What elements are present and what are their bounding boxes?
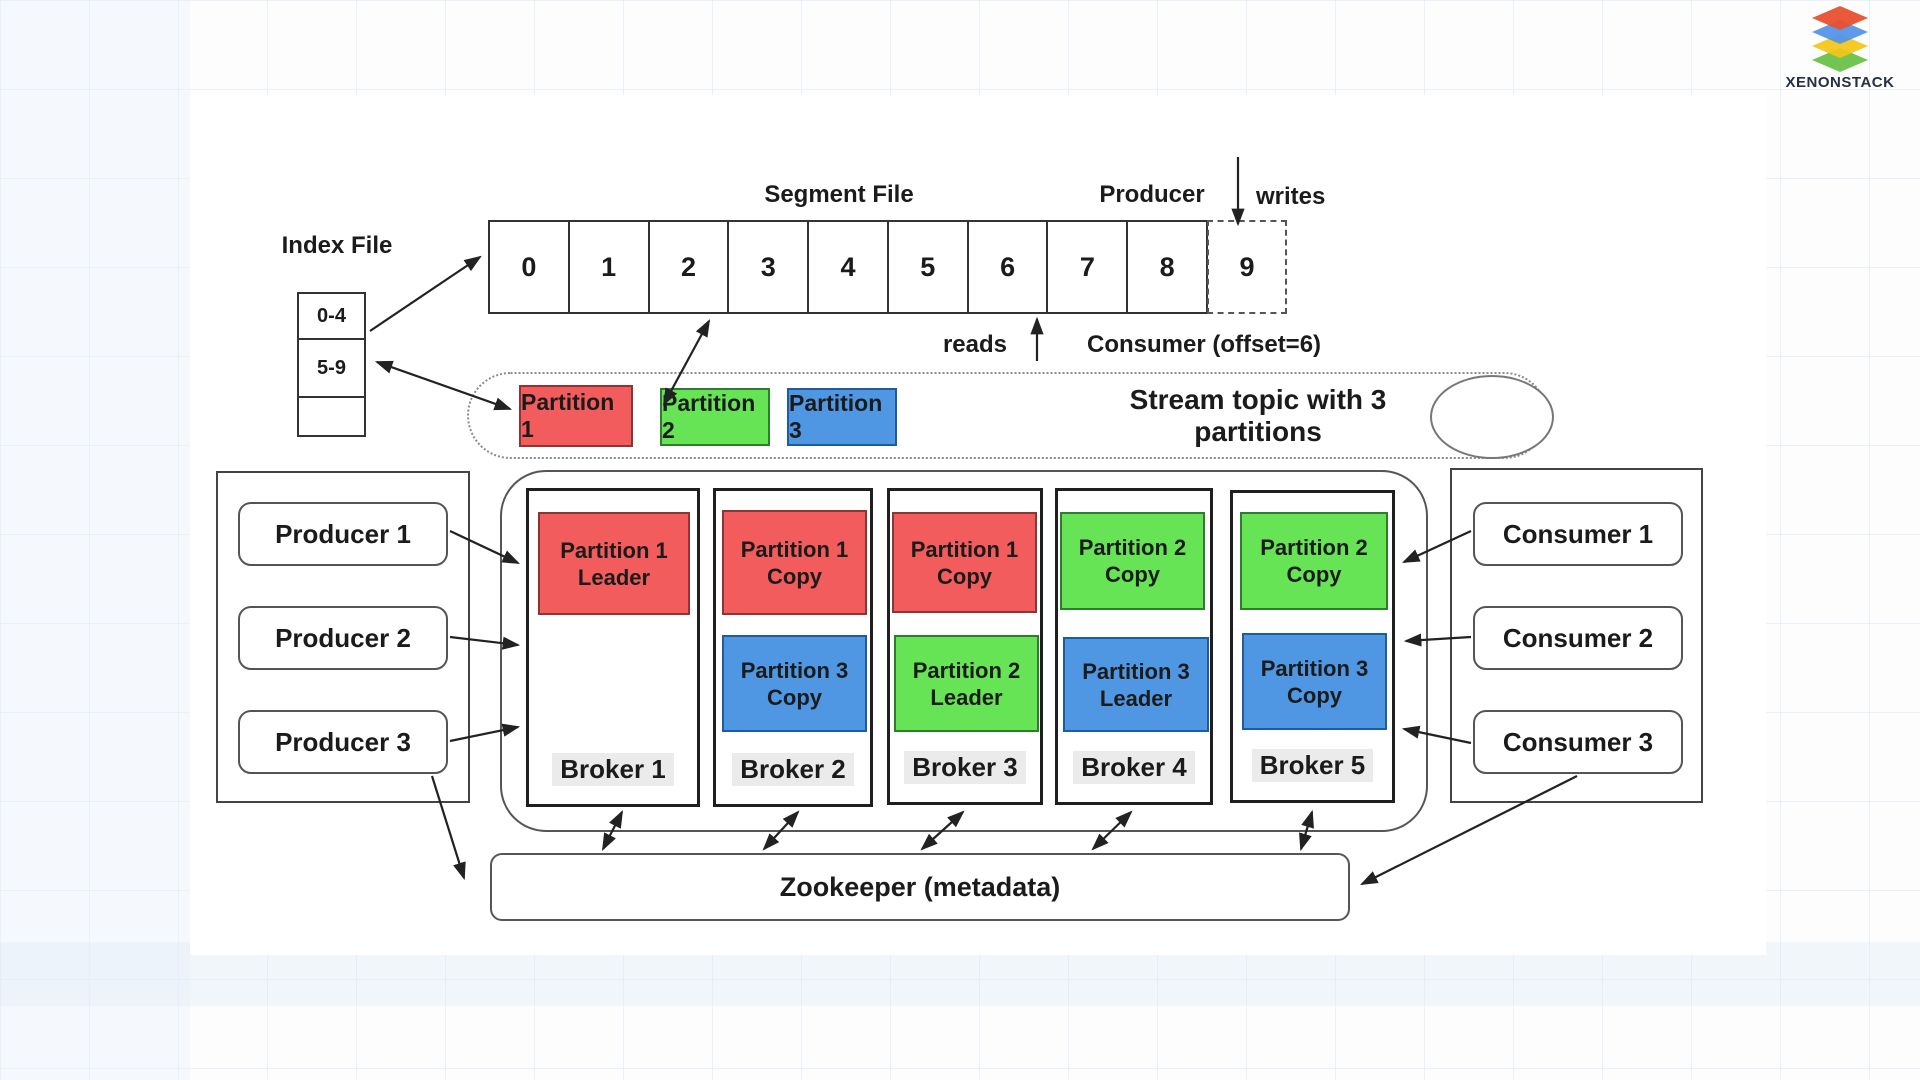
broker-1-label: Broker 1 [552,752,674,786]
index-file-row: 5-9 [299,340,364,398]
partition-name: Partition 1 [910,536,1019,562]
partition-role: Leader [577,564,651,590]
partition-name: Partition 3 [1082,658,1190,684]
partition-role: Copy [767,684,822,710]
consumer-offset-label: Consumer (offset=6) [1087,331,1322,358]
partition-name: Partition 2 [1078,535,1187,560]
partition-name: Partition 2 [912,657,1021,683]
zookeeper-box: Zookeeper (metadata) [490,853,1350,921]
broker5-partition2-copy: Partition 2 Copy [1240,512,1388,610]
consumer-2-node: Consumer 2 [1473,606,1683,670]
left-tint-band [0,0,190,1080]
index-file-title: Index File [281,232,393,259]
stream-partition-1: Partition 1 [519,385,633,447]
broker-4-label: Broker 4 [1073,750,1195,784]
partition-name: Partition 2 [1260,535,1368,560]
partition-name: Partition 3 [740,657,849,683]
segment-cell: 1 [570,222,650,312]
broker4-partition2-copy: Partition 2 Copy [1060,512,1205,610]
stream-partition-2: Partition 2 [660,388,770,446]
xenonstack-logo: XENONSTACK [1778,6,1902,98]
segment-cell: 5 [889,222,969,312]
broker2-partition3-copy: Partition 3 Copy [722,635,867,732]
broker1-partition1-leader: Partition 1 Leader [538,512,690,615]
broker-5-label-wrap: Broker 5 [1230,746,1395,784]
segment-cell: 7 [1048,222,1129,312]
partition-name: Partition 1 [740,536,849,562]
producer-writes-label: Producer [1099,181,1205,208]
broker4-partition3-leader: Partition 3 Leader [1063,637,1209,732]
stream-partition-3: Partition 3 [787,388,897,446]
broker-5-label: Broker 5 [1251,748,1374,782]
partition-name: Partition 3 [1260,655,1369,681]
broker-2-label-wrap: Broker 2 [713,750,873,788]
broker3-partition1-copy: Partition 1 Copy [892,512,1037,613]
segment-cell: 3 [729,222,810,312]
zookeeper-label: Zookeeper (metadata) [779,871,1061,902]
reads-label: reads [942,331,1008,358]
partition-role: Copy [1105,562,1160,587]
partition-role: Copy [1286,562,1342,587]
segment-file-row: 0 1 2 3 4 5 6 7 8 [488,220,1208,314]
segment-cell: 8 [1159,251,1175,282]
consumer-3-node: Consumer 3 [1473,710,1683,774]
broker-4-label-wrap: Broker 4 [1055,748,1213,786]
writes-label: writes [1256,183,1326,210]
broker-3-label-wrap: Broker 3 [887,748,1043,786]
broker-3-label: Broker 3 [904,750,1026,784]
producer-2-node: Producer 2 [238,606,448,670]
index-file-box: 0-4 5-9 [297,292,366,437]
producer-1-node: Producer 1 [238,502,448,566]
segment-cell: 4 [809,222,889,312]
partition-role: Leader [1099,685,1173,711]
partition-role: Copy [937,563,992,589]
stream-topic-ellipse [1430,375,1554,459]
segment-cell: 2 [650,222,730,312]
broker-2-label: Broker 2 [732,752,854,786]
broker3-partition2-leader: Partition 2 Leader [894,635,1039,732]
partition-role: Copy [767,563,822,589]
xenonstack-logo-text: XENONSTACK [1785,74,1895,91]
producer-3-node: Producer 3 [238,710,448,774]
partition-name: Partition 1 [560,537,668,563]
segment-cell-next-write: 9 [1207,220,1287,314]
index-file-row [299,398,364,431]
broker-1-label-wrap: Broker 1 [526,750,700,788]
index-file-row: 0-4 [299,294,364,340]
segment-cell: 6 [969,222,1049,312]
partition-role: Copy [1287,682,1342,708]
xenonstack-logo-icon [1812,6,1868,72]
broker5-partition3-copy: Partition 3 Copy [1242,633,1387,730]
segment-cell: 0 [490,222,570,312]
consumer-1-node: Consumer 1 [1473,502,1683,566]
partition-role: Leader [930,684,1003,710]
segment-file-title: Segment File [764,181,914,208]
broker2-partition1-copy: Partition 1 Copy [722,510,867,615]
stream-topic-caption: Stream topic with 3 partitions [1129,383,1387,447]
